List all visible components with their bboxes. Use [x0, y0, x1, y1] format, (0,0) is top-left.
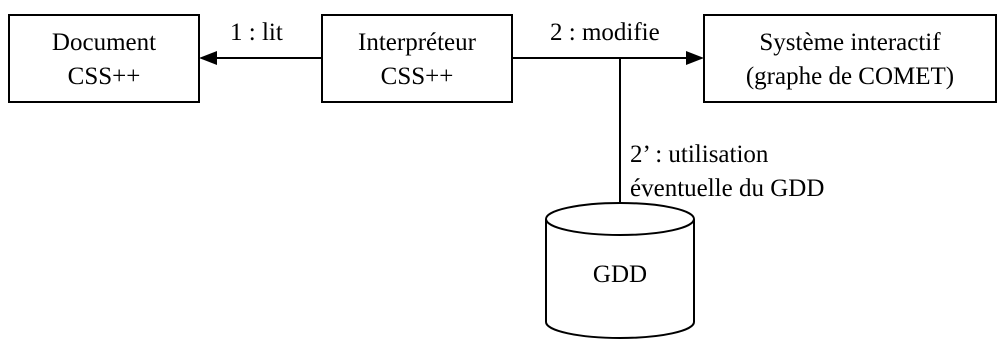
interpreter-label-line2: CSS++ — [381, 63, 454, 90]
reads-edge: 1 : lit — [199, 19, 322, 65]
document-box — [8, 14, 200, 103]
system-label-line2: (graphe de COMET) — [746, 63, 954, 90]
document-label-line1: Document — [52, 29, 156, 56]
uses-edge: 2’ : utilisation éventuelle du GDD — [619, 58, 824, 203]
database-label: GDD — [593, 261, 647, 288]
uses-label-line1: 2’ : utilisation — [630, 141, 769, 168]
modifies-edge: 2 : modifie — [512, 19, 704, 65]
database-cylinder-top — [545, 202, 695, 236]
reads-label: 1 : lit — [230, 19, 283, 46]
uses-label-line2: éventuelle du GDD — [630, 175, 824, 202]
system-box — [703, 14, 997, 103]
interpreter-node: Interpréteur CSS++ — [321, 14, 513, 103]
modifies-label: 2 : modifie — [550, 19, 660, 46]
reads-arrowhead — [199, 51, 217, 65]
database-node: GDD — [545, 202, 695, 339]
modifies-arrowhead — [686, 51, 704, 65]
database-cylinder-body — [545, 219, 695, 339]
system-label-line1: Système interactif — [759, 29, 941, 56]
document-node: Document CSS++ — [8, 14, 200, 103]
interpreter-box — [321, 14, 513, 103]
interpreter-label-line1: Interpréteur — [358, 29, 477, 56]
system-node: Système interactif (graphe de COMET) — [703, 14, 997, 103]
document-label-line2: CSS++ — [68, 63, 141, 90]
